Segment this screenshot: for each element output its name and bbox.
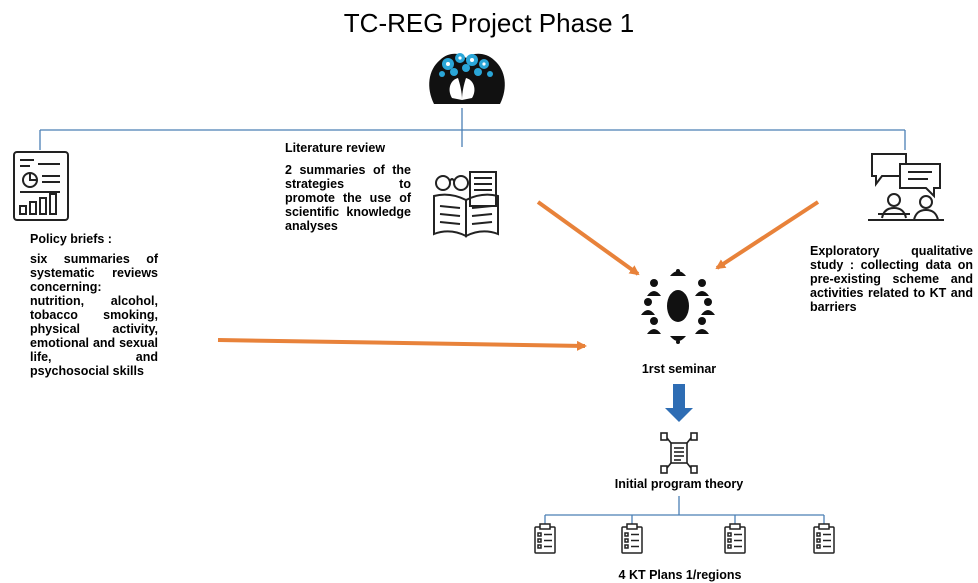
head-gears-icon xyxy=(429,53,505,104)
arrow-policy-to-seminar xyxy=(217,338,587,351)
blue-down-arrow xyxy=(665,384,693,422)
exploratory-study-text: Exploratory qualitative study : collecti… xyxy=(810,244,973,314)
policy-briefs-text: six summaries of systematic reviews conc… xyxy=(30,252,158,378)
checklist-icon xyxy=(813,523,835,554)
interview-icon xyxy=(868,153,944,221)
checklist-icon xyxy=(724,523,746,554)
checklist-icon xyxy=(621,523,643,554)
literature-review-text: 2 summaries of the strategies to promote… xyxy=(285,163,411,233)
arrow-literature-to-seminar xyxy=(536,200,640,276)
connector-lines xyxy=(39,108,906,525)
orange-arrows xyxy=(217,200,820,351)
page-title: TC-REG Project Phase 1 xyxy=(343,8,635,38)
book-glasses-icon xyxy=(433,171,499,238)
kt-plans-label: 4 KT Plans 1/regions xyxy=(618,568,742,582)
policy-briefs-heading: Policy briefs : xyxy=(30,232,112,246)
report-icon xyxy=(13,151,69,221)
seminar-label: 1rst seminar xyxy=(641,362,717,376)
meeting-table-icon xyxy=(641,269,715,344)
program-theory-label: Initial program theory xyxy=(614,477,744,491)
literature-review-heading: Literature review xyxy=(285,141,386,155)
arrow-exploratory-to-seminar xyxy=(715,200,820,270)
network-document-icon xyxy=(660,432,698,474)
checklist-icon xyxy=(534,523,556,554)
